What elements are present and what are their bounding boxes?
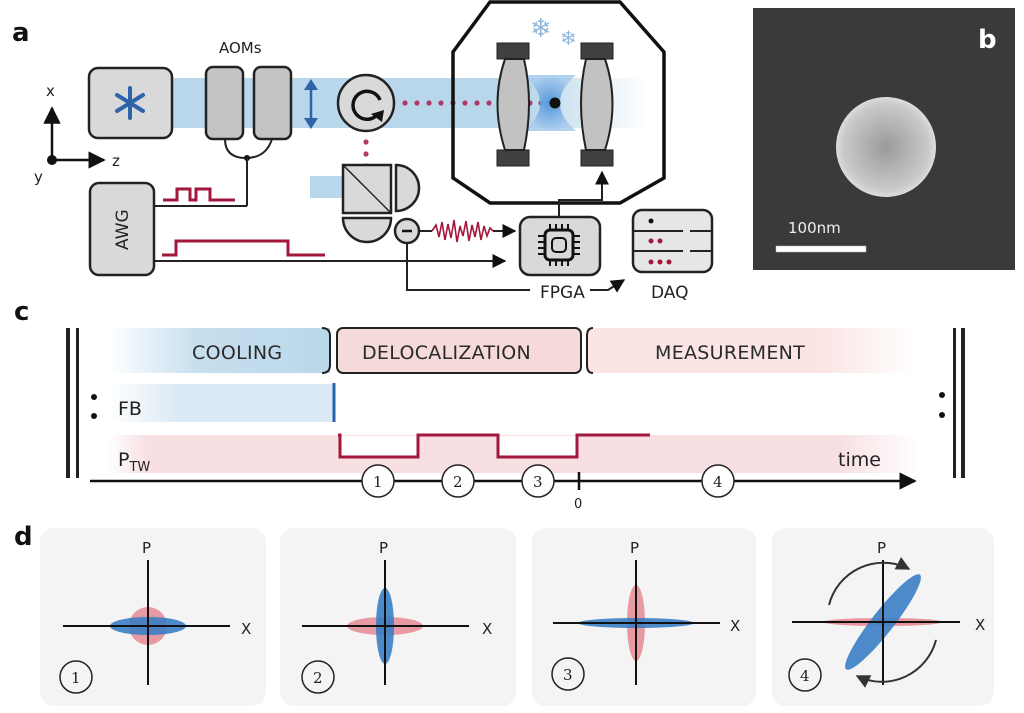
axis-label-z: z — [112, 152, 120, 170]
phase-space-1: P X 1 — [40, 528, 266, 706]
main-laser-beam — [170, 78, 646, 128]
phase-measurement: MEASUREMENT — [586, 327, 917, 374]
phase-label-delocalization: DELOCALIZATION — [362, 342, 531, 364]
subpanel-marker: 1 — [71, 669, 81, 687]
svg-text:X: X — [975, 616, 985, 634]
svg-text:P: P — [630, 539, 639, 557]
step-marker-1: 1 — [361, 464, 395, 498]
repeat-dot — [939, 412, 945, 418]
circulator-arrow-icon — [351, 89, 382, 121]
time-label: time — [838, 449, 881, 471]
phase-cooling: COOLING — [108, 327, 331, 374]
svg-text:P: P — [877, 539, 886, 557]
polarization-arrow-icon — [304, 79, 318, 129]
panel-d: d P X 1 P X 2 — [14, 522, 994, 706]
phase-label-cooling: COOLING — [192, 342, 282, 364]
daq-unit — [631, 208, 714, 274]
noise-signal-icon — [431, 219, 494, 243]
photodetector-2 — [341, 216, 393, 244]
ptw-signal — [338, 433, 650, 459]
scalebar — [775, 245, 867, 253]
svg-text:P: P — [379, 539, 388, 557]
laser-star-icon — [115, 86, 145, 120]
panel-label-c: c — [14, 297, 29, 327]
axis-label-y: y — [34, 168, 43, 186]
repeat-bar-left-1 — [66, 328, 70, 478]
fpga-label: FPGA — [540, 283, 585, 303]
fb-label: FB — [118, 398, 142, 420]
awg-box: AWG — [88, 181, 156, 277]
phase-space-4: P X 4 — [772, 528, 994, 706]
aoms-label: AOMs — [219, 39, 262, 57]
cryostat-chamber — [451, 0, 666, 205]
scalebar-label: 100nm — [788, 219, 841, 237]
panel-label-d: d — [14, 522, 33, 552]
nanoparticle — [549, 97, 561, 109]
panel-label-a: a — [12, 18, 30, 48]
subpanel-marker: 4 — [800, 667, 810, 685]
awg-label: AWG — [113, 209, 133, 250]
cavity-mirror-right — [580, 42, 614, 167]
snowflake-icon-large: ❄ — [530, 14, 552, 44]
phase-label-measurement: MEASUREMENT — [655, 342, 805, 364]
panel-label-b: b — [978, 25, 997, 55]
subpanel-marker: 3 — [563, 666, 573, 684]
step-marker-3: 3 — [521, 464, 555, 498]
y-axis-dot-icon — [47, 155, 57, 165]
phase-space-3: P X 3 — [532, 528, 756, 706]
cavity-mirror-left — [496, 42, 530, 167]
repeat-bar-right-1 — [953, 328, 956, 478]
repeat-dot — [91, 413, 97, 419]
sem-nanoparticle — [836, 97, 936, 197]
fb-background — [108, 384, 334, 422]
phase-space-2: P X 2 — [280, 528, 516, 706]
time-zero-label: 0 — [574, 497, 582, 512]
repeat-bar-left-2 — [76, 328, 79, 478]
phase-delocalization: DELOCALIZATION — [336, 327, 582, 374]
svg-text:1: 1 — [373, 473, 383, 491]
fpga-to-mirror-line — [558, 170, 609, 217]
repeat-bar-right-2 — [961, 328, 965, 478]
rotation-arrow-top-icon — [828, 557, 911, 606]
svg-text:4: 4 — [713, 473, 723, 491]
aom-pulse-train-icon — [163, 187, 235, 202]
laser-source — [87, 66, 174, 140]
aom-1 — [204, 65, 245, 141]
ptw-label: PTW — [118, 449, 150, 475]
svg-text:X: X — [730, 617, 740, 635]
snowflake-icon-small: ❄ — [560, 26, 577, 50]
daq-label: DAQ — [651, 283, 689, 303]
step-marker-2: 2 — [441, 464, 475, 498]
balanced-detector — [341, 163, 421, 245]
svg-text:2: 2 — [453, 473, 463, 491]
svg-text:P: P — [142, 539, 151, 557]
chip-icon — [538, 224, 580, 266]
panel-a: a x z y AOMs — [12, 0, 714, 303]
trap-pulse-icon — [162, 239, 325, 257]
panel-b: b 100nm — [753, 8, 1015, 270]
circulator — [336, 73, 396, 133]
svg-text:X: X — [482, 620, 492, 638]
repeat-dot — [939, 392, 945, 398]
aom-2 — [252, 65, 293, 141]
panel-c: c COOLING DELOCALIZATION MEASUREMENT — [14, 297, 965, 512]
rotation-arrow-bottom-icon — [855, 639, 937, 688]
coordinate-axes: x z y — [34, 82, 120, 186]
repeat-dot — [91, 394, 97, 400]
fpga-unit — [518, 215, 602, 277]
photodetector-1 — [394, 163, 421, 213]
aom-connector — [224, 138, 273, 160]
svg-text:3: 3 — [533, 473, 543, 491]
local-oscillator-beam — [310, 176, 350, 198]
svg-text:X: X — [241, 620, 251, 638]
subtractor-to-fpga-line — [406, 243, 530, 291]
axis-label-x: x — [46, 82, 55, 100]
subpanel-marker: 2 — [313, 669, 323, 687]
step-marker-4: 4 — [701, 464, 735, 498]
